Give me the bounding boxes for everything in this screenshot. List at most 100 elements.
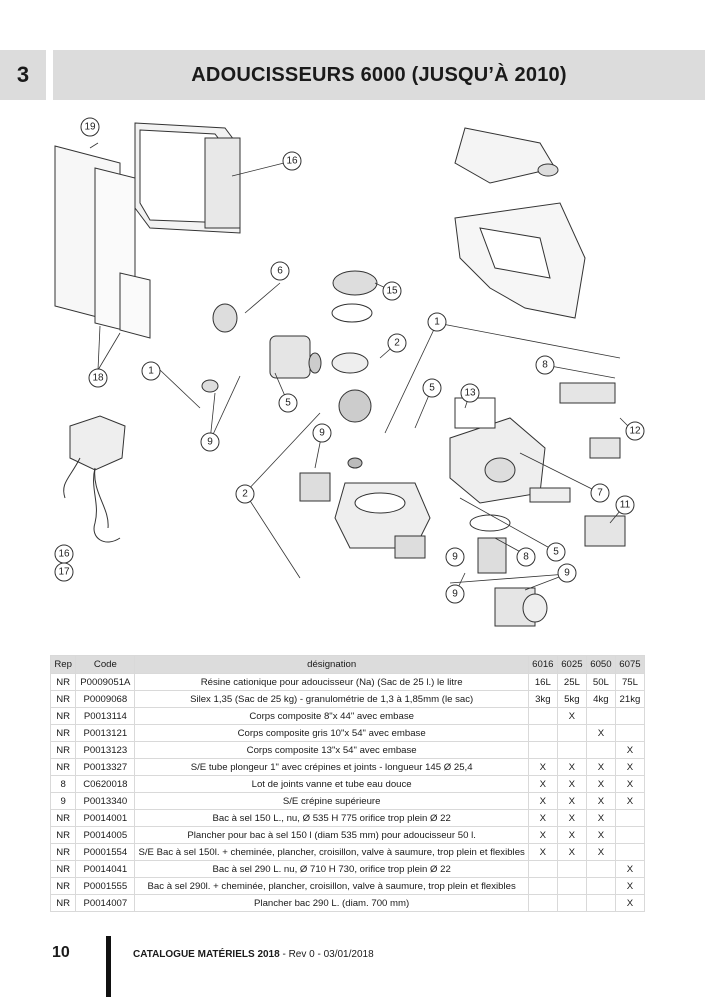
callout-5-bottom: 5 — [546, 542, 566, 562]
callout-label: 7 — [597, 488, 603, 499]
cell-6025: X — [556, 826, 587, 844]
cell-rep: NR — [49, 826, 77, 844]
cell-code: P0014001 — [75, 809, 136, 827]
callout-5-mid: 5 — [422, 378, 442, 398]
cell-6050: X — [585, 775, 616, 793]
cell-code: P0009051A — [75, 673, 136, 691]
callout-label: 13 — [464, 388, 476, 399]
cell-6016 — [527, 877, 558, 895]
callout-9-bottom: 9 — [445, 584, 465, 604]
bottom-screen-drawing — [469, 514, 548, 627]
cell-6016: 16L — [527, 673, 558, 691]
cell-rep: NR — [49, 860, 77, 878]
callout-19: 19 — [80, 117, 100, 137]
col-header-6050: 6050 — [585, 655, 616, 674]
cell-6016 — [527, 860, 558, 878]
cell-code: P0013340 — [75, 792, 136, 810]
cell-6025: 5kg — [556, 690, 587, 708]
callout-label: 9 — [207, 437, 213, 448]
callout-label: 12 — [629, 426, 641, 437]
cell-6025 — [556, 741, 587, 759]
page-title: ADOUCISSEURS 6000 (JUSQU’À 2010) — [53, 50, 705, 100]
callout-label: 5 — [429, 383, 435, 394]
cell-6075 — [614, 826, 646, 844]
cell-6075: X — [614, 792, 646, 810]
cell-designation: S/E crépine supérieure — [134, 792, 529, 810]
callout-18: 18 — [88, 368, 108, 388]
cell-designation: Corps composite 8"x 44" avec embase — [134, 707, 529, 725]
callout-16-bottom: 16 — [54, 544, 74, 564]
central-valve-stack-drawing — [331, 270, 378, 469]
cell-code: P0013123 — [75, 741, 136, 759]
table-header-row: Rep Code désignation 6016 6025 6050 6075 — [49, 655, 646, 674]
cell-rep: NR — [49, 707, 77, 725]
callout-label: 5 — [285, 398, 291, 409]
callout-8-bottom: 8 — [516, 547, 536, 567]
callout-9-center: 9 — [445, 547, 465, 567]
cell-rep: NR — [49, 741, 77, 759]
revision-label: - Rev 0 - 03/01/2018 — [282, 949, 374, 960]
exploded-parts-diagram: 19 16 18 6 15 1 2 1 5 9 5 13 8 12 9 2 7 … — [0, 108, 705, 648]
cell-6050: X — [585, 826, 616, 844]
cell-6025: X — [556, 707, 587, 725]
footer-divider — [106, 936, 111, 997]
callout-label: 15 — [386, 286, 398, 297]
callout-1-right: 1 — [427, 312, 447, 332]
cell-6025 — [556, 894, 587, 912]
callout-8-top: 8 — [535, 355, 555, 375]
callout-label: 6 — [277, 266, 283, 277]
cell-6025: X — [556, 775, 587, 793]
cell-6025: 25L — [556, 673, 587, 691]
callout-label: 8 — [542, 360, 548, 371]
callout-6: 6 — [270, 261, 290, 281]
col-header-6025: 6025 — [556, 655, 587, 674]
cell-rep: NR — [49, 690, 77, 708]
cell-rep: NR — [49, 843, 77, 861]
cell-6016: X — [527, 758, 558, 776]
parts-table: Rep Code désignation 6016 6025 6050 6075… — [49, 655, 646, 912]
transformer-drawing — [63, 415, 126, 543]
page-number: 10 — [52, 944, 70, 961]
callout-label: 1 — [434, 317, 440, 328]
cell-6050: 50L — [585, 673, 616, 691]
cell-designation: S/E Bac à sel 150l. + cheminée, plancher… — [134, 843, 529, 861]
cell-6050: 4kg — [585, 690, 616, 708]
cell-6016: X — [527, 792, 558, 810]
callout-label: 5 — [553, 547, 559, 558]
callout-2-bottom: 2 — [235, 484, 255, 504]
cabinet-panel-drawing — [54, 145, 151, 339]
cell-rep: 8 — [49, 775, 77, 793]
callout-label: 18 — [92, 373, 104, 384]
cell-6016 — [527, 894, 558, 912]
cell-rep: NR — [49, 877, 77, 895]
cell-6025: X — [556, 792, 587, 810]
callout-label: 16 — [58, 549, 70, 560]
callout-label: 16 — [286, 156, 298, 167]
cell-code: P0014007 — [75, 894, 136, 912]
callout-17: 17 — [54, 562, 74, 582]
cell-6075 — [614, 724, 646, 742]
section-number: 3 — [0, 50, 46, 100]
col-header-6016: 6016 — [527, 655, 558, 674]
catalogue-label: CATALOGUE MATÉRIELS 2018 — [133, 949, 280, 960]
cell-6050 — [585, 894, 616, 912]
callout-label: 11 — [620, 500, 631, 511]
cell-code: P0013327 — [75, 758, 136, 776]
callout-label: 1 — [148, 366, 154, 377]
cell-6075: X — [614, 775, 646, 793]
callout-12: 12 — [625, 421, 645, 441]
cell-6075 — [614, 809, 646, 827]
callout-11: 11 — [615, 495, 635, 515]
callout-9-left: 9 — [200, 432, 220, 452]
cell-6050: X — [585, 758, 616, 776]
cell-6025 — [556, 724, 587, 742]
callout-label: 9 — [452, 552, 458, 563]
leader-lines — [89, 142, 634, 595]
cell-designation: Plancher pour bac à sel 150 l (diam 535 … — [134, 826, 529, 844]
